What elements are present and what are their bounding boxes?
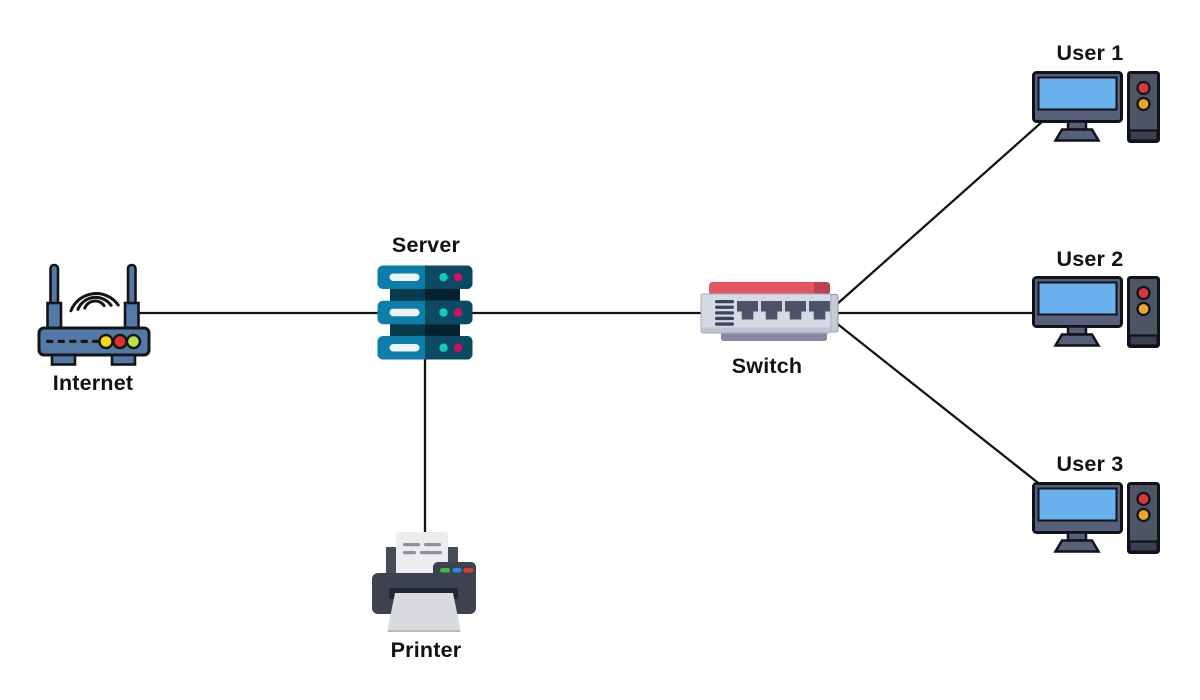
switch-body-shadow	[702, 327, 830, 333]
network-switch-icon	[700, 282, 839, 341]
user2-computer-icon	[1032, 276, 1160, 348]
switch-ports	[737, 301, 830, 320]
label-server: Server	[391, 233, 461, 257]
node-user2	[1032, 276, 1160, 353]
connection-switch-user1	[835, 120, 1044, 306]
label-internet: Internet	[52, 371, 134, 395]
label-user1: User 1	[1056, 41, 1124, 65]
node-server	[377, 265, 473, 365]
node-switch	[700, 281, 840, 351]
printer-output-paper-edge	[387, 630, 461, 632]
server-unit-1	[377, 265, 473, 289]
label-user3: User 3	[1056, 452, 1124, 476]
label-user2: User 2	[1056, 247, 1124, 271]
label-printer: Printer	[390, 638, 462, 662]
printer-output-paper	[387, 593, 461, 630]
server-unit-2	[377, 300, 473, 325]
printer-icon	[372, 532, 476, 632]
router-dashes	[46, 339, 100, 343]
node-internet	[36, 257, 152, 374]
node-printer	[370, 531, 478, 637]
server-unit-3	[377, 336, 473, 360]
user1-computer-icon	[1032, 71, 1160, 143]
node-user1	[1032, 71, 1160, 148]
router-feet	[50, 353, 137, 366]
wifi-router-icon	[37, 263, 151, 366]
connection-switch-user3	[834, 321, 1043, 487]
server-connectors	[390, 285, 460, 338]
switch-top-strip	[709, 282, 830, 295]
router-led-lights	[98, 333, 142, 350]
printer-led-buttons	[440, 568, 474, 573]
left-antenna	[46, 263, 63, 333]
node-user3	[1032, 482, 1160, 559]
right-antenna	[123, 263, 140, 333]
label-switch: Switch	[731, 354, 803, 378]
switch-vents	[715, 300, 734, 326]
server-rack-icon	[377, 265, 473, 360]
wifi-waves-icon	[69, 292, 120, 313]
user3-computer-icon	[1032, 482, 1160, 554]
